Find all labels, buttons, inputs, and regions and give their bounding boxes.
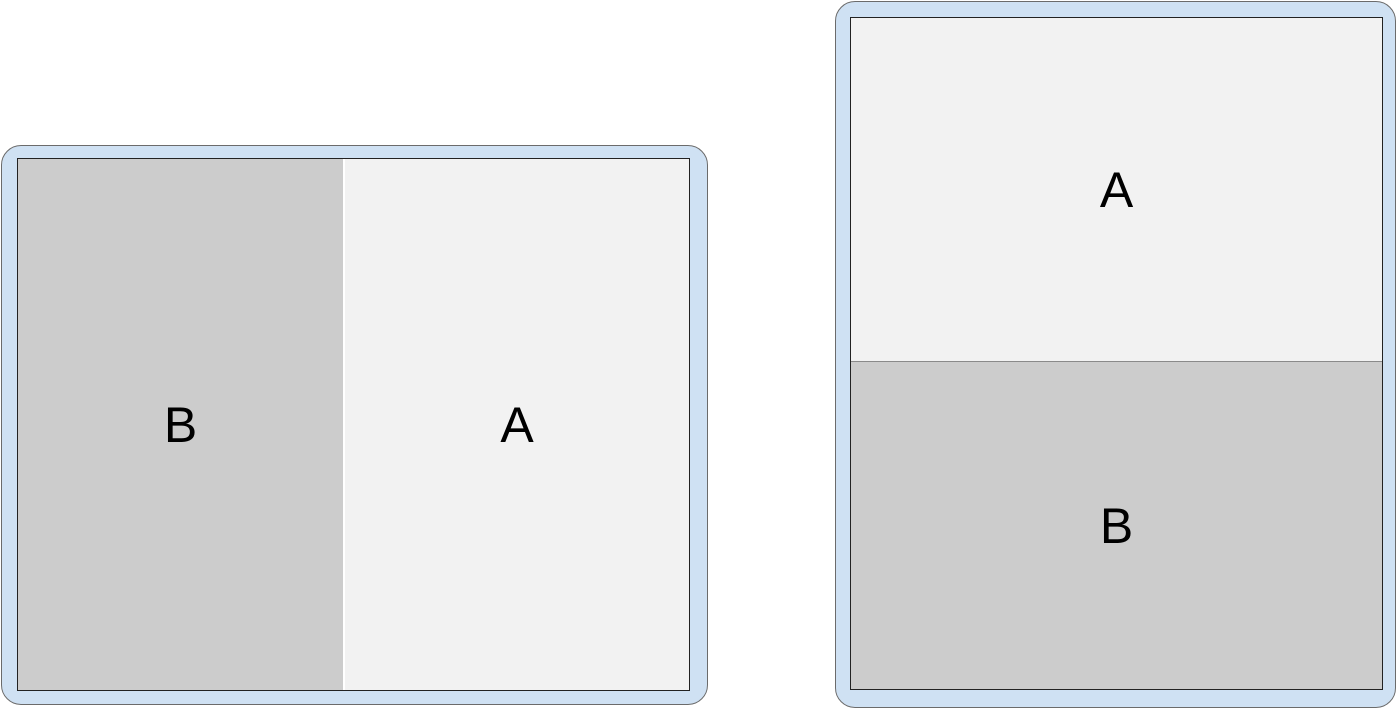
landscape-pane-a: A xyxy=(345,159,689,690)
portrait-pane-a-label: A xyxy=(1099,161,1134,218)
portrait-pane-b: B xyxy=(851,362,1382,689)
landscape-pane-b: B xyxy=(18,159,345,690)
portrait-pane-a: A xyxy=(851,18,1382,362)
landscape-pane-b-label: B xyxy=(163,396,198,453)
landscape-device-screen: B A xyxy=(17,158,690,691)
portrait-device-frame: A B xyxy=(835,1,1396,708)
portrait-pane-b-label: B xyxy=(1099,497,1134,554)
landscape-pane-a-label: A xyxy=(500,396,534,453)
landscape-device-frame: B A xyxy=(1,145,708,705)
portrait-device-screen: A B xyxy=(850,17,1383,690)
